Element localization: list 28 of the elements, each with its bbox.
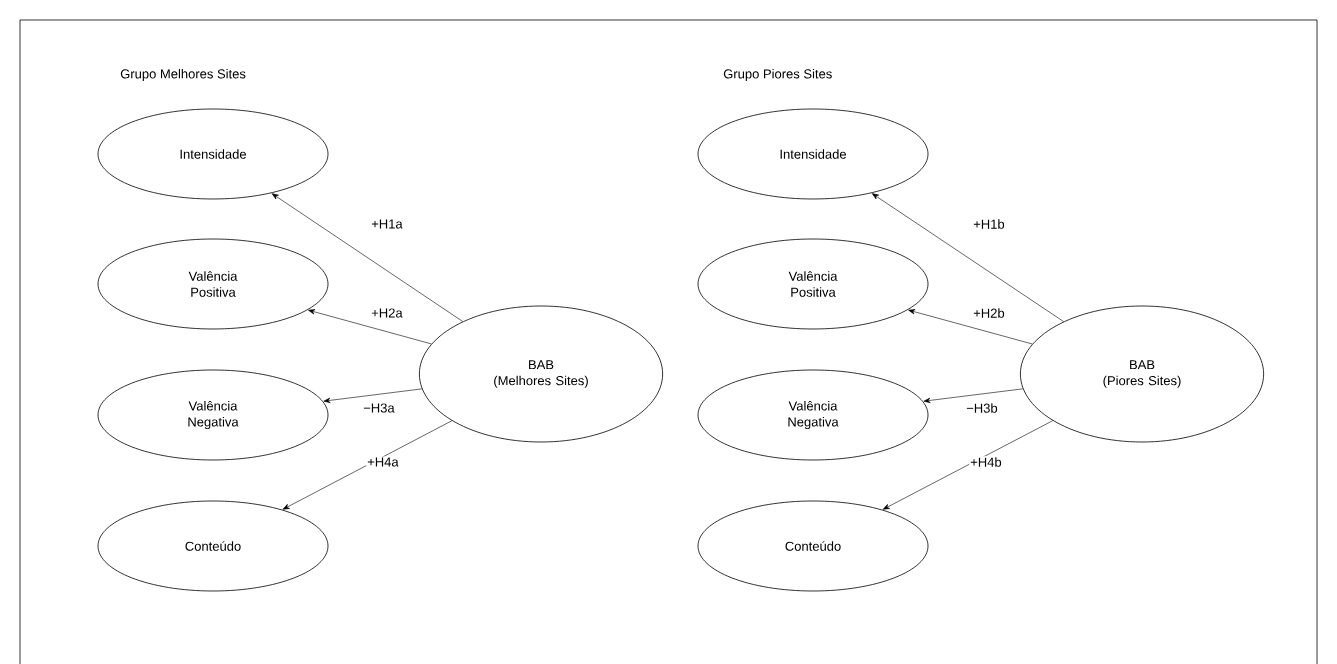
ellipse-node: BAB (Piores Sites) (1020, 305, 1265, 443)
arrow (882, 420, 1054, 510)
edge-label: +H1b (972, 218, 1006, 230)
edge-label: +H2a (370, 307, 404, 319)
ellipse-node: Valência Positiva (697, 238, 929, 330)
ellipse-node: Conteúdo (97, 500, 329, 592)
ellipse-node: BAB (Melhores Sites) (419, 305, 664, 443)
edge-label: −H3b (965, 402, 999, 414)
edge-label: −H3a (362, 402, 396, 414)
arrow (282, 420, 453, 510)
edge-label: +H2b (972, 307, 1006, 319)
ellipse-node: Valência Positiva (97, 238, 329, 330)
arrow (323, 388, 423, 403)
arrow (923, 388, 1024, 404)
ellipse-node: Intensidade (697, 108, 929, 200)
ellipse-node: Conteúdo (697, 500, 929, 592)
edge-label: +H4a (366, 456, 400, 468)
arrow (871, 193, 1064, 322)
arrow (271, 193, 464, 322)
group-title: Grupo Piores Sites (723, 68, 832, 82)
ellipse-node: Intensidade (97, 108, 329, 200)
arrow (308, 309, 432, 345)
group-title: Grupo Melhores Sites (120, 68, 246, 82)
arrow (908, 309, 1033, 345)
ellipse-node: Valência Negativa (697, 369, 929, 461)
edge-label: +H1a (370, 218, 404, 230)
edge-label: +H4b (969, 456, 1003, 468)
ellipse-node: Valência Negativa (97, 369, 329, 461)
